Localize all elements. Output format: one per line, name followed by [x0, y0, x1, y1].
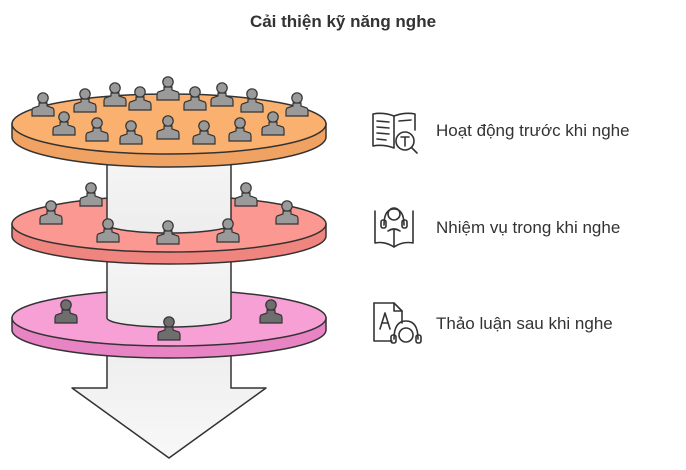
- person-icon: [156, 76, 180, 101]
- person-icon: [103, 82, 127, 107]
- document-headphones-icon: [373, 302, 422, 344]
- person-icon: [79, 182, 103, 207]
- label-pre-listening: Hoạt động trước khi nghe: [436, 121, 630, 140]
- person-icon: [234, 182, 258, 207]
- person-icon: [210, 82, 234, 107]
- listening-book-icon: [374, 207, 414, 248]
- label-while-listening: Nhiệm vụ trong khi nghe: [436, 218, 621, 237]
- diagram-title: Cải thiện kỹ năng nghe: [249, 12, 437, 31]
- label-post-listening: Thảo luận sau khi nghe: [436, 314, 613, 333]
- book-text-icon: [372, 112, 418, 154]
